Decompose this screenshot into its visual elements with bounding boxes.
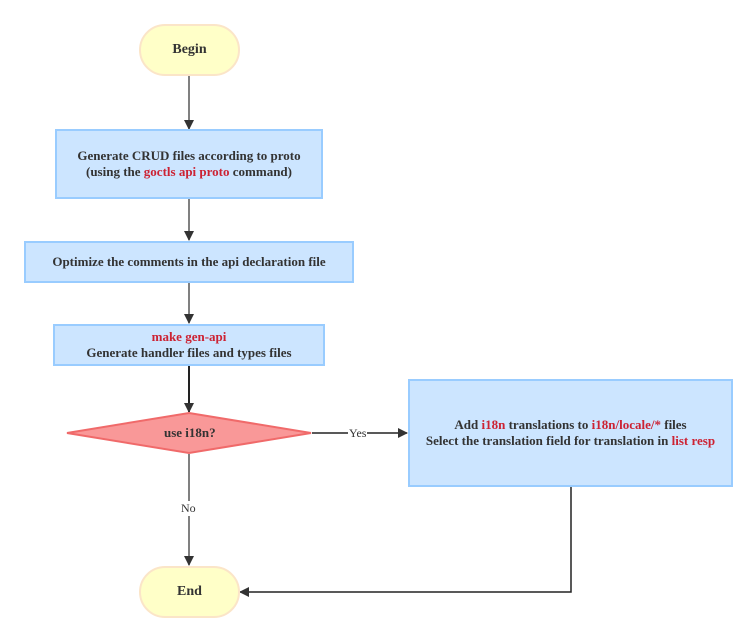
gen-api-command-highlight: make gen-api: [151, 329, 227, 344]
i18n-task-line1: Add i18n translations to i18n/locale/* f…: [454, 417, 686, 433]
i18n-line2-prefix: Select the translation field for transla…: [425, 433, 672, 448]
locale-path-highlight: i18n/locale/*: [591, 417, 661, 432]
generate-crud-line1: Generate CRUD files according to proto: [77, 148, 301, 163]
gen-api-node: make gen-api Generate handler files and …: [53, 324, 325, 366]
generate-crud-node: Generate CRUD files according to proto (…: [55, 129, 323, 199]
generate-crud-line2: (using the goctls api proto command): [86, 164, 292, 180]
edge-i18n-to-end: [239, 487, 572, 597]
list-resp-highlight: list resp: [671, 433, 716, 448]
i18n-task-line2: Select the translation field for transla…: [426, 433, 715, 449]
i18n-line1-suffix: files: [660, 417, 687, 432]
goctls-command-highlight: goctls api proto: [143, 164, 230, 179]
begin-node: Begin: [139, 24, 240, 76]
end-label: End: [177, 584, 202, 599]
generate-crud-line2-suffix: command): [229, 164, 292, 179]
optimize-comments-label: Optimize the comments in the api declara…: [52, 254, 326, 269]
i18n-line1-prefix: Add: [454, 417, 482, 432]
yes-edge-label: Yes: [348, 426, 368, 441]
i18n-line1-mid: translations to: [505, 417, 592, 432]
decision-label: use i18n?: [164, 425, 216, 440]
no-edge-label: No: [180, 501, 197, 516]
i18n-task-node: Add i18n translations to i18n/locale/* f…: [408, 379, 733, 487]
gen-api-line2: Generate handler files and types files: [86, 345, 292, 360]
begin-label: Begin: [172, 42, 207, 57]
generate-crud-line2-prefix: (using the: [86, 164, 144, 179]
i18n-highlight: i18n: [481, 417, 506, 432]
end-node: End: [139, 566, 240, 618]
decision-diamond: [66, 411, 312, 455]
optimize-comments-node: Optimize the comments in the api declara…: [24, 241, 354, 283]
